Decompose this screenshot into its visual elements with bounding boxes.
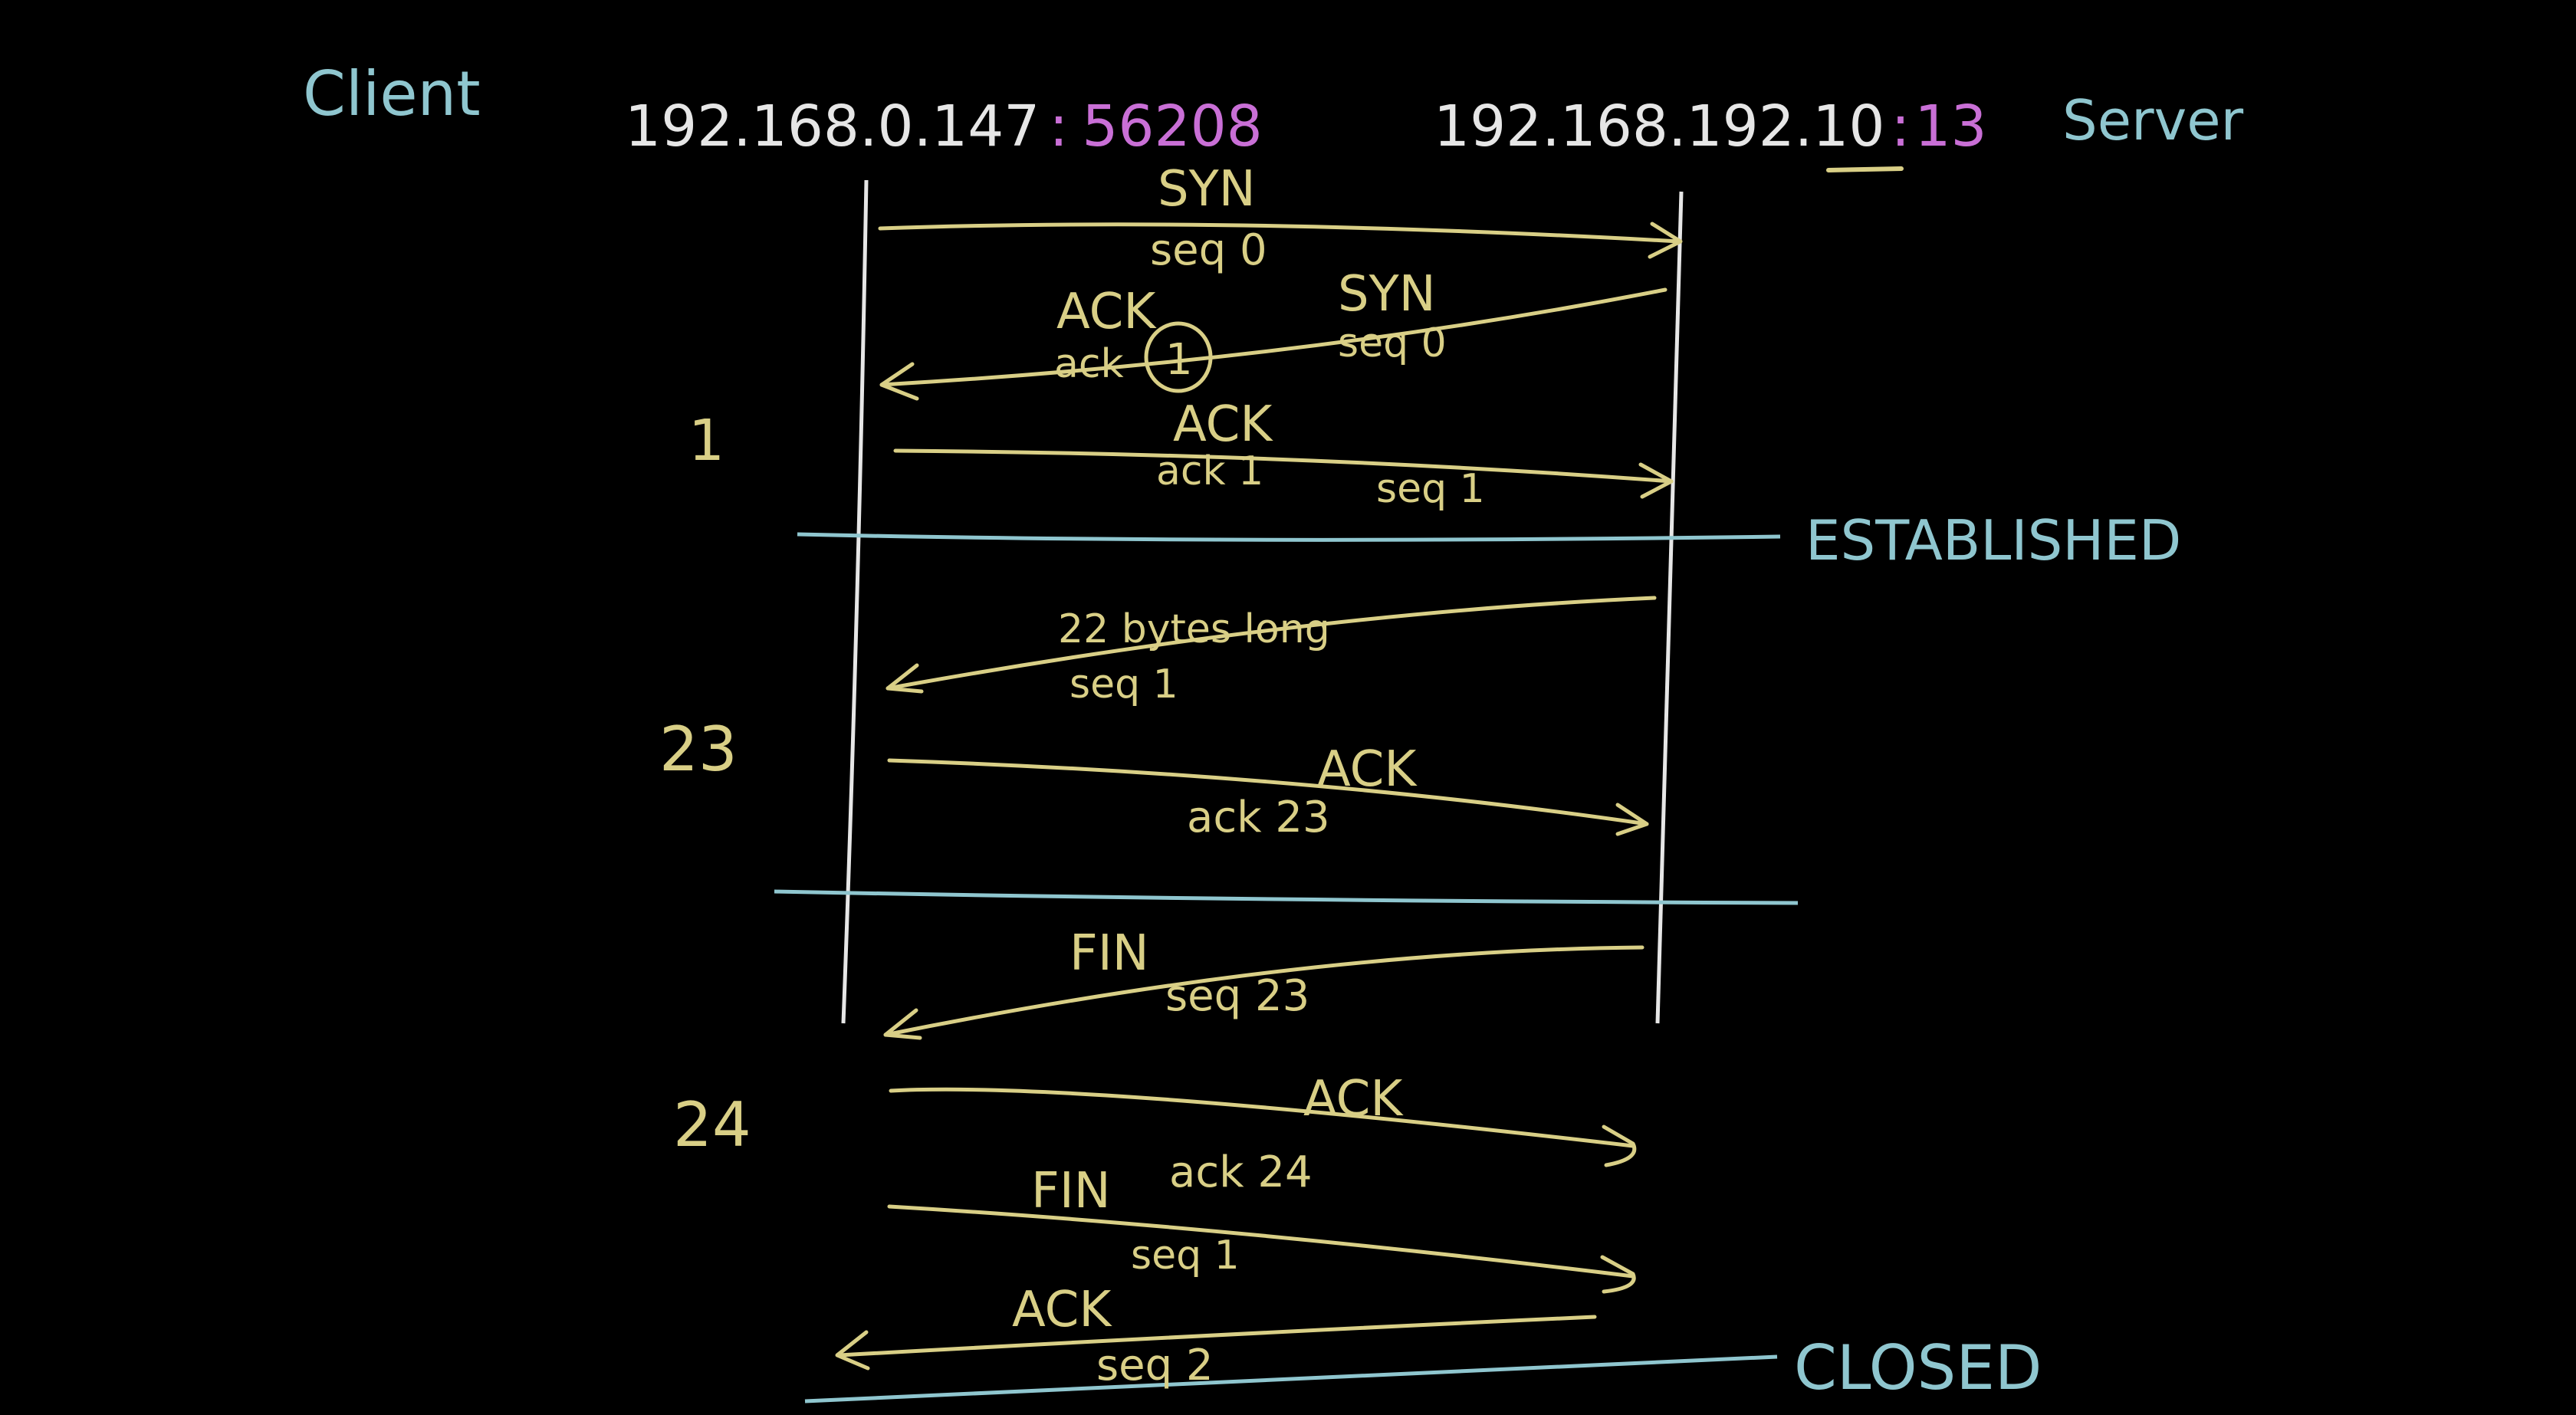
label-syn-ack-seq: seq 0 bbox=[1338, 320, 1447, 366]
label-data-seq: seq 1 bbox=[1070, 662, 1178, 708]
arrowhead-ack-1 bbox=[1638, 462, 1674, 499]
state-lines: ESTABLISHED CLOSED bbox=[774, 508, 2181, 1404]
side-number-23: 23 bbox=[659, 714, 738, 785]
label-data-length: 22 bytes long bbox=[1058, 606, 1330, 652]
server-address: 192.168.192.10:13 bbox=[1434, 94, 1987, 159]
label-ack-1-ack: ack 1 bbox=[1156, 448, 1263, 494]
header: Client Server 192.168.0.147:56208 192.16… bbox=[303, 58, 2244, 172]
label-fin-server-seq: seq 23 bbox=[1165, 971, 1309, 1021]
packet-labels: SYN seq 0 ACK ack 1 SYN seq 0 ACK ack 1 … bbox=[1012, 161, 1485, 1390]
server-label: Server bbox=[2062, 88, 2244, 153]
client-address: 192.168.0.147:56208 bbox=[625, 94, 1263, 159]
label-fin-client-seq: seq 1 bbox=[1131, 1233, 1240, 1279]
closed-label: CLOSED bbox=[1794, 1332, 2042, 1404]
client-ip: 192.168.0.147 bbox=[625, 94, 1040, 159]
label-ack-1: ACK bbox=[1173, 396, 1273, 453]
arrow-ack-final bbox=[837, 1315, 1597, 1358]
side-number-1: 1 bbox=[688, 408, 724, 474]
arrow-ack-24 bbox=[889, 1087, 1635, 1148]
server-ip: 192.168.192.10 bbox=[1434, 94, 1884, 159]
ack-value-circle bbox=[1144, 321, 1213, 393]
server-port: 13 bbox=[1914, 94, 1986, 159]
arrow-fin-server bbox=[883, 945, 1644, 1037]
label-syn-ack-syn: SYN bbox=[1338, 266, 1436, 323]
label-ack-24-ack: ack 24 bbox=[1169, 1147, 1313, 1197]
label-syn-seq: seq 0 bbox=[1150, 225, 1267, 275]
label-ack-24: ACK bbox=[1303, 1071, 1404, 1128]
arrowhead-syn bbox=[1648, 222, 1683, 259]
client-label: Client bbox=[303, 58, 481, 130]
label-ack-final-seq: seq 2 bbox=[1096, 1341, 1214, 1390]
arrow-syn bbox=[878, 222, 1681, 244]
server-colon: : bbox=[1891, 94, 1910, 159]
data-separator-line bbox=[774, 889, 1799, 905]
client-colon: : bbox=[1049, 94, 1068, 159]
label-ack-23: ACK bbox=[1317, 741, 1418, 798]
label-ack-23-ack: ack 23 bbox=[1187, 793, 1330, 842]
client-port: 56208 bbox=[1082, 94, 1262, 159]
label-syn-ack-ack-value: 1 bbox=[1165, 335, 1193, 385]
arrowhead-ack-final bbox=[835, 1330, 870, 1371]
closed-line bbox=[804, 1354, 1778, 1404]
label-syn-ack-ack-text: ack bbox=[1054, 341, 1124, 387]
arrowhead-fin-server bbox=[883, 1008, 922, 1040]
arrow-fin-client bbox=[887, 1204, 1635, 1279]
arrow-data bbox=[886, 596, 1657, 691]
arrow-ack-1 bbox=[893, 448, 1674, 484]
server-port-underline bbox=[1826, 166, 1904, 172]
packet-arrows bbox=[835, 222, 1683, 1371]
label-syn: SYN bbox=[1158, 161, 1256, 218]
side-counters: 1 23 24 bbox=[659, 408, 751, 1161]
label-syn-ack-ack: ACK bbox=[1056, 284, 1157, 340]
label-ack-1-seq: seq 1 bbox=[1376, 466, 1485, 512]
arrowhead-data bbox=[886, 663, 924, 694]
label-fin-client: FIN bbox=[1031, 1163, 1111, 1220]
established-line bbox=[797, 532, 1781, 542]
established-label: ESTABLISHED bbox=[1806, 508, 2181, 573]
arrowhead-fin-client bbox=[1600, 1255, 1636, 1294]
arrowhead-ack-23 bbox=[1615, 803, 1649, 836]
client-timeline bbox=[841, 179, 869, 1024]
label-ack-final: ACK bbox=[1012, 1282, 1112, 1338]
arrow-ack-23 bbox=[887, 758, 1649, 826]
arrow-syn-ack bbox=[879, 287, 1668, 387]
arrowhead-syn-ack bbox=[879, 362, 919, 401]
label-fin-server: FIN bbox=[1070, 925, 1149, 982]
side-number-24: 24 bbox=[673, 1089, 751, 1161]
arrowhead-ack-24 bbox=[1602, 1124, 1637, 1167]
